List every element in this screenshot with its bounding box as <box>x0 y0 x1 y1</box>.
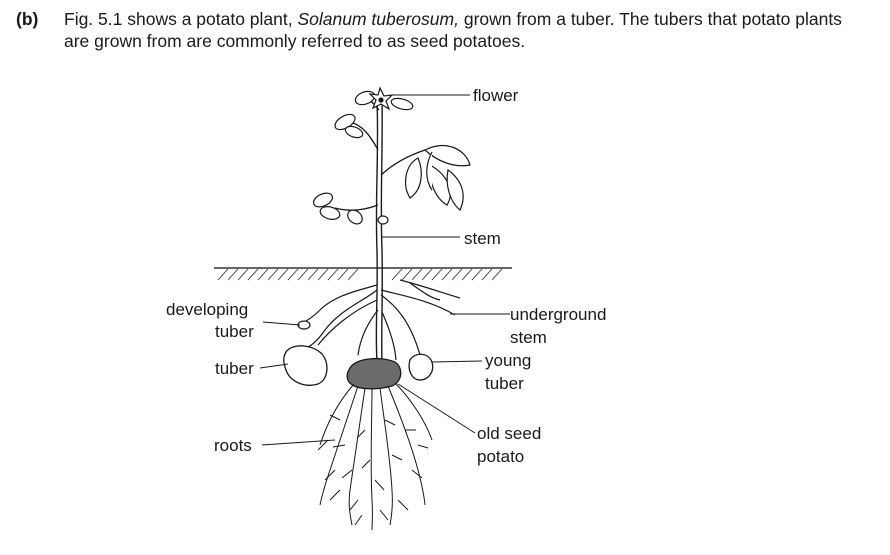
label-tuber: tuber <box>215 359 254 378</box>
label-young-tuber-line2: tuber <box>485 374 524 393</box>
tuber-shape <box>283 345 328 386</box>
label-developing-tuber-line2: tuber <box>215 322 254 341</box>
label-underground-stem-line2: stem <box>510 328 547 347</box>
species-name: Solanum tuberosum, <box>297 9 459 29</box>
label-old-seed-potato-line2: potato <box>477 447 524 466</box>
label-underground-stem-line1: underground <box>510 305 606 324</box>
leaves <box>312 90 471 225</box>
label-developing-tuber-line1: developing <box>166 300 248 319</box>
flower <box>368 86 394 111</box>
label-old-seed-potato-line1: old seed <box>477 424 541 443</box>
underground-stems <box>299 279 461 361</box>
question-text-start: Fig. 5.1 shows a potato plant, <box>64 9 298 29</box>
leader-lines <box>259 94 510 446</box>
label-young-tuber-line1: young <box>485 351 531 370</box>
label-stem: stem <box>464 229 501 248</box>
main-stem <box>375 99 383 363</box>
ground-surface <box>214 267 512 281</box>
old-seed-potato-shape <box>346 357 402 390</box>
roots <box>317 382 433 531</box>
young-tuber-shape <box>408 353 434 381</box>
label-flower: flower <box>473 86 519 105</box>
label-roots: roots <box>214 436 252 455</box>
question-part-label: (b) <box>16 9 39 29</box>
figure-labels: flower stem developing tuber underground… <box>166 86 606 466</box>
question-text-end: grown from a tuber. The tubers that pota… <box>64 9 842 51</box>
question-text: Fig. 5.1 shows a potato plant, Solanum t… <box>64 8 864 52</box>
